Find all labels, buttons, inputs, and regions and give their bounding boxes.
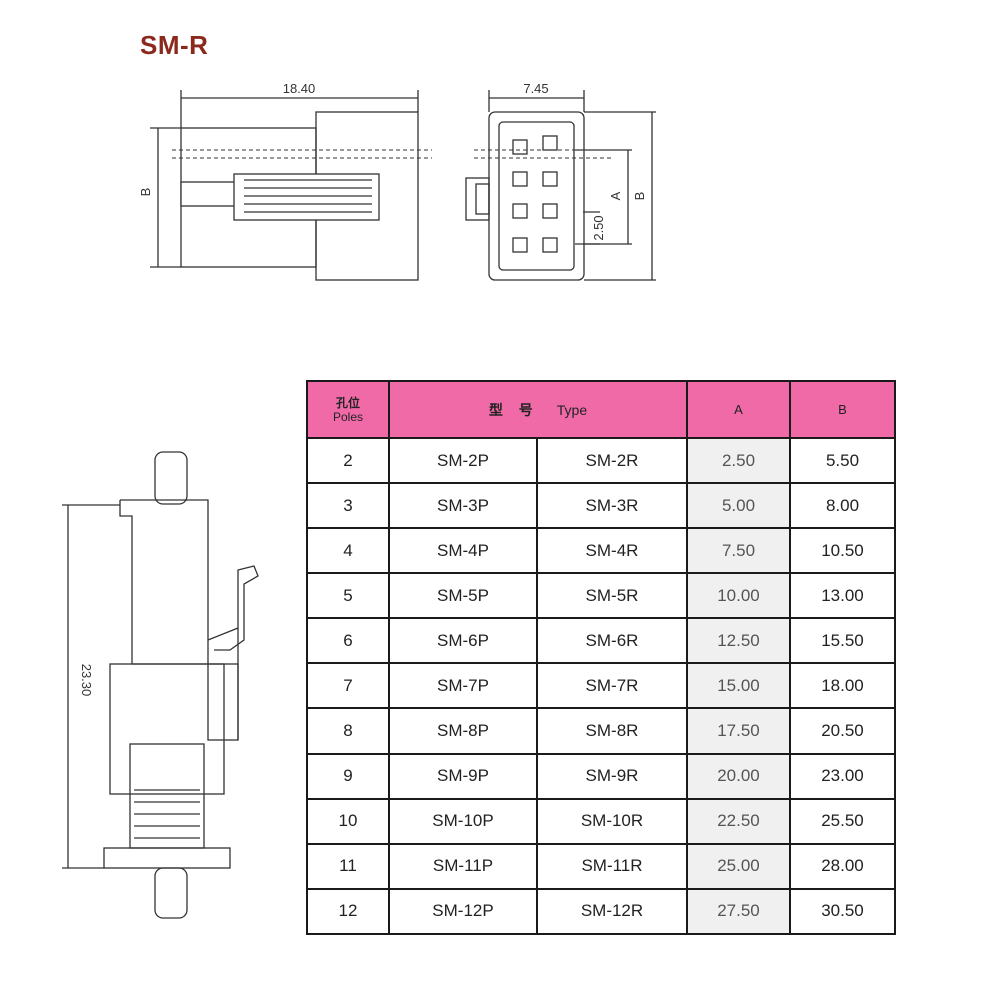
dim-b-side: B [138, 188, 153, 197]
cell-poles: 4 [306, 527, 390, 575]
cell-poles: 12 [306, 887, 390, 936]
cell-poles: 8 [306, 707, 390, 755]
cell-b: 5.50 [789, 436, 896, 485]
header-a: A [686, 380, 791, 439]
cell-b: 8.00 [789, 482, 896, 530]
header-type-en: Type [556, 401, 588, 418]
cell-p-type: SM-10P [388, 797, 538, 845]
cell-p-type: SM-2P [388, 436, 538, 485]
cell-b: 23.00 [789, 752, 896, 800]
cell-p-type: SM-7P [388, 662, 538, 710]
cell-b: 15.50 [789, 617, 896, 665]
cell-a: 27.50 [686, 887, 791, 936]
cell-poles: 3 [306, 482, 390, 530]
cell-poles: 6 [306, 617, 390, 665]
side-view-drawing [62, 451, 259, 919]
cell-b: 25.50 [789, 797, 896, 845]
cell-r-type: SM-9R [536, 752, 688, 800]
cell-b: 30.50 [789, 887, 896, 936]
header-type-cn: 型 号 [488, 401, 539, 418]
cell-poles: 2 [306, 436, 390, 485]
cell-a: 12.50 [686, 617, 791, 665]
cell-poles: 11 [306, 842, 390, 890]
dim-a-front: A [608, 191, 623, 200]
header-b: B [789, 380, 896, 439]
cell-a: 7.50 [686, 527, 791, 575]
cell-poles: 10 [306, 797, 390, 845]
cell-p-type: SM-3P [388, 482, 538, 530]
cell-p-type: SM-8P [388, 707, 538, 755]
header-poles: 孔位 Poles [306, 380, 390, 439]
top-view-drawing [150, 90, 432, 281]
dim-b-front: B [632, 192, 647, 201]
cell-r-type: SM-8R [536, 707, 688, 755]
dim-height-side: 23.30 [79, 664, 94, 697]
header-poles-en: Poles [332, 409, 364, 424]
cell-a: 25.00 [686, 842, 791, 890]
cell-b: 28.00 [789, 842, 896, 890]
cell-b: 18.00 [789, 662, 896, 710]
dim-pitch: 2.50 [591, 215, 606, 240]
header-type: 型 号 Type [388, 380, 688, 439]
cell-p-type: SM-5P [388, 572, 538, 620]
cell-a: 5.00 [686, 482, 791, 530]
cell-b: 20.50 [789, 707, 896, 755]
cell-r-type: SM-2R [536, 436, 688, 485]
cell-r-type: SM-4R [536, 527, 688, 575]
dim-width-front: 7.45 [523, 81, 548, 96]
cell-a: 2.50 [686, 436, 791, 485]
header-poles-cn: 孔位 [335, 395, 360, 410]
cell-r-type: SM-3R [536, 482, 688, 530]
page-title: SM-R [140, 30, 209, 60]
cell-a: 20.00 [686, 752, 791, 800]
cell-poles: 7 [306, 662, 390, 710]
cell-b: 10.50 [789, 527, 896, 575]
cell-r-type: SM-10R [536, 797, 688, 845]
dim-width-top: 18.40 [283, 81, 316, 96]
front-view-drawing [465, 90, 656, 281]
cell-r-type: SM-6R [536, 617, 688, 665]
cell-p-type: SM-4P [388, 527, 538, 575]
cell-p-type: SM-6P [388, 617, 538, 665]
cell-a: 22.50 [686, 797, 791, 845]
cell-a: 10.00 [686, 572, 791, 620]
cell-a: 17.50 [686, 707, 791, 755]
cell-poles: 9 [306, 752, 390, 800]
cell-r-type: SM-12R [536, 887, 688, 936]
cell-b: 13.00 [789, 572, 896, 620]
table-header-row: 孔位 Poles 型 号 Type A B [306, 380, 896, 439]
cell-p-type: SM-12P [388, 887, 538, 936]
cell-poles: 5 [306, 572, 390, 620]
cell-r-type: SM-5R [536, 572, 688, 620]
cell-a: 15.00 [686, 662, 791, 710]
cell-p-type: SM-11P [388, 842, 538, 890]
cell-r-type: SM-11R [536, 842, 688, 890]
cell-p-type: SM-9P [388, 752, 538, 800]
cell-r-type: SM-7R [536, 662, 688, 710]
